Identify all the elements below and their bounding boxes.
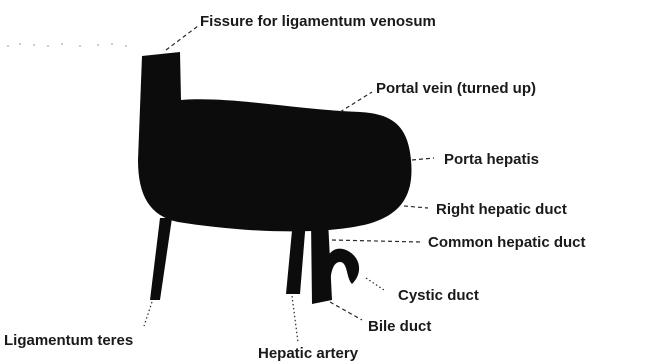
liver-structures	[138, 52, 412, 304]
leader-bile-duct	[330, 302, 362, 320]
label-ligamentum-teres: Ligamentum teres	[4, 332, 133, 349]
leader-common-hepatic	[332, 240, 420, 242]
label-fissure: Fissure for ligamentum venosum	[200, 13, 436, 30]
label-porta-hepatis: Porta hepatis	[444, 151, 539, 168]
leader-ligamentum-teres	[144, 302, 152, 326]
leader-porta-hepatis	[412, 158, 434, 160]
label-right-hepatic-duct: Right hepatic duct	[436, 201, 567, 218]
leader-hepatic-artery	[292, 296, 298, 342]
leader-fissure	[166, 26, 198, 50]
label-bile-duct: Bile duct	[368, 318, 431, 335]
scan-noise	[7, 43, 127, 47]
label-portal-vein: Portal vein (turned up)	[376, 80, 536, 97]
leader-cystic	[366, 278, 384, 290]
ligamentum-venosum-segment	[138, 52, 412, 231]
leader-portal-vein	[340, 92, 372, 112]
ligamentum-teres-shape	[150, 218, 172, 300]
label-cystic-duct: Cystic duct	[398, 287, 479, 304]
label-hepatic-artery: Hepatic artery	[258, 345, 359, 362]
portal-vein-shape	[316, 111, 346, 129]
label-common-hepatic-duct: Common hepatic duct	[428, 234, 586, 251]
leader-right-hepatic	[404, 206, 428, 208]
